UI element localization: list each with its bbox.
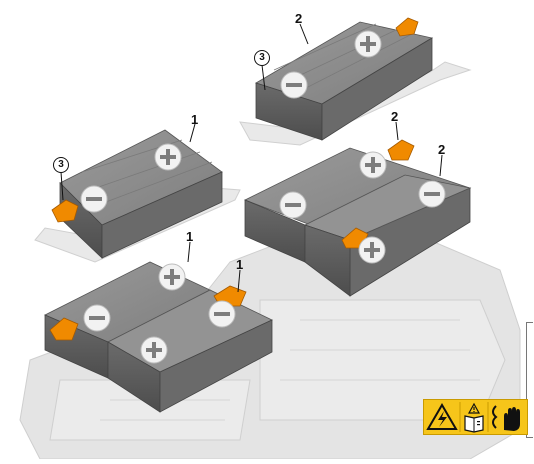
plus-terminal-icon [158,263,186,291]
minus-terminal-icon [418,180,446,208]
callout-left-module: 1 [191,112,199,127]
minus-terminal-icon [279,191,307,219]
callout-top-module: 2 [295,11,303,26]
callout-left-connector: 3 [53,157,69,173]
plus-terminal-icon [359,151,387,179]
callout-right-rear-module: 2 [438,142,446,157]
callout-leaders [60,23,443,293]
minus-terminal-icon [280,71,308,99]
do-not-touch-icon [492,405,520,431]
minus-terminal-icon [208,300,236,328]
hv-connector-left [51,199,79,223]
side-bracket [526,322,533,438]
plus-terminal-icon [140,336,168,364]
hv-connector-bottom-left [49,317,79,341]
minus-terminal-icon [83,304,111,332]
hv-connector-top [395,17,419,37]
callout-bottom-left-module: 1 [186,229,194,244]
callout-top-connector: 3 [254,50,270,66]
callout-right-front-module: 2 [391,109,399,124]
read-manual-icon [464,402,484,433]
module-top [255,21,434,141]
plus-terminal-icon [154,143,182,171]
plus-terminal-icon [358,236,386,264]
callout-bottom-right-module: 1 [236,257,244,272]
minus-terminal-icon [80,185,108,213]
high-voltage-warning-icon [426,403,458,430]
hv-connector-right-top [387,139,415,161]
safety-warning-panel [423,399,528,435]
plus-terminal-icon [354,30,382,58]
